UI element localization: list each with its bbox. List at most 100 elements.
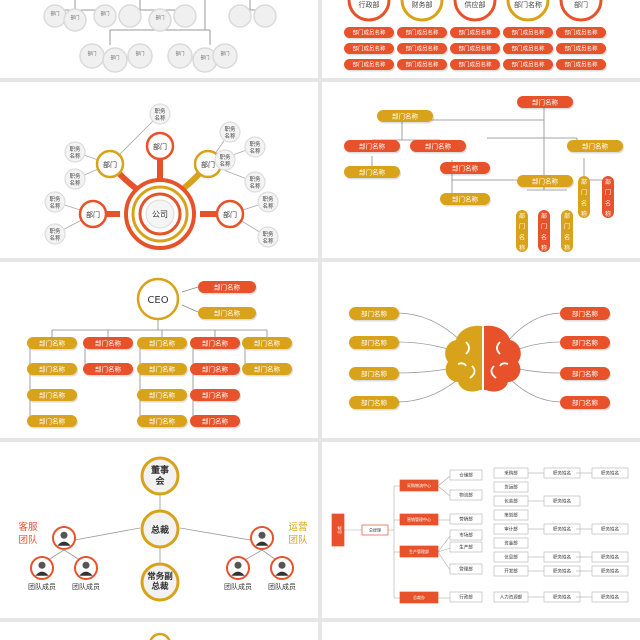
level4-box: 开发部 [493,565,529,577]
svg-text:名称: 名称 [154,114,166,122]
svg-text:总裁办: 总裁办 [413,594,425,600]
dept-pill: 部门名称 [517,175,574,189]
slide-1-bubble-tree[interactable]: 部门 部门 部门 部门 部门 部门 部门 部门 部门 部门 [0,0,318,78]
slide-7-avatars: 团队成员团队成员团队成员团队成员 [28,526,296,591]
slide-1-canvas: 部门 部门 部门 部门 部门 部门 部门 部门 部门 部门 [43,0,277,73]
staff-box: 职务姓名 [591,551,629,563]
level4-box: 采购部 [493,467,529,479]
svg-text:部门名称: 部门名称 [532,97,559,106]
svg-text:职务姓名: 职务姓名 [601,554,619,561]
slide-8-detailed-tree[interactable]: 总裁总经理采购物流中心营销管理中心生产管理部总裁办仓储部物流部营销部市场部生产部… [322,442,640,618]
svg-text:部门名称: 部门名称 [572,309,599,318]
avatar [52,526,76,550]
circle-label: 供应部 [465,0,486,9]
svg-text:名称: 名称 [49,202,61,210]
dept-label: 部门 [201,160,215,169]
slide-9-canvas [149,632,171,640]
svg-text:部门名称: 部门名称 [361,338,388,347]
svg-text:部门名称: 部门名称 [149,338,176,347]
slide-7-leader-circles [140,456,180,602]
dept-pill: 部门名称 [137,389,188,403]
svg-text:名称: 名称 [262,237,274,245]
svg-text:采购部: 采购部 [504,470,518,477]
svg-text:部门名称: 部门名称 [149,364,176,373]
dept-pill: 部门名称 [560,307,611,322]
svg-text:部门名称: 部门名称 [361,369,388,378]
circle-label: 部门名称 [514,0,542,9]
svg-text:部门成员名称: 部门成员名称 [564,44,598,52]
dept-pill: 部门名称 [440,162,491,176]
slide-2-canvas: 行政部 财务部 供应部 部门名称 部门 部门成员名称部门成员名称部门成员名称部门… [344,0,607,72]
svg-text:营销管理中心: 营销管理中心 [407,516,431,522]
dept-pill: 部门名称 [349,336,400,351]
ops-team-label: 运营团队 [288,521,308,546]
dept-pill: 部门名称 [27,415,78,429]
svg-text:部门成员名称: 部门成员名称 [564,60,598,68]
slide-4-pill-tree[interactable]: 部门名称部门名称部门名称部门名称部门名称部门名称部门名称部门名称部门名称部门名称… [322,82,640,258]
staff-box: 职务姓名 [543,467,581,479]
svg-text:物流部: 物流部 [459,492,473,499]
dept-pill: 部门名称 [83,337,134,351]
svg-text:职务姓名: 职务姓名 [601,470,619,477]
slide-5-ceo-grid[interactable]: CEO 部门名称部门名称部门名称部门名称部门名称部门名称部门名称部门名称部门名称… [0,262,318,438]
svg-text:门: 门 [564,223,570,231]
level4-box: 货运部 [493,481,529,493]
level3-box: 营销部 [449,513,483,525]
slide-3-center-rings [93,146,230,250]
svg-text:信息部: 信息部 [504,554,518,561]
dept-label: 部门 [223,210,237,219]
dept-pill: 部门名称 [27,337,78,351]
slide-2-circle-columns[interactable]: 行政部 财务部 供应部 部门名称 部门 部门成员名称部门成员名称部门成员名称部门… [322,0,640,78]
svg-text:部门名称: 部门名称 [95,338,122,347]
dept-pill: 部门名称 [517,96,574,110]
svg-text:部: 部 [605,178,611,186]
svg-text:部门名称: 部门名称 [39,338,66,347]
svg-text:部门名称: 部门名称 [425,141,452,150]
avatar: 团队成员 [28,556,56,591]
svg-text:人力资源部: 人力资源部 [500,594,523,601]
level3-box: 行政部 [449,591,483,603]
svg-text:团队成员: 团队成员 [72,582,100,591]
bubble-label: 部门 [71,14,80,21]
svg-text:部门成员名称: 部门成员名称 [564,28,598,36]
dept-pill: 部门名称 [190,363,241,377]
svg-text:部门成员名称: 部门成员名称 [405,28,439,36]
group-box: 营销管理中心 [399,513,439,526]
svg-text:称: 称 [605,210,611,218]
svg-text:部门成员名称: 部门成员名称 [511,60,545,68]
svg-text:部门名称: 部门名称 [39,416,66,425]
svg-text:职务姓名: 职务姓名 [601,568,619,575]
slide-7-canvas: 董事会 总裁 常务副总裁 客服团队 运营团队 团队成员团队成员团队成员团队成员 [18,456,308,602]
slide-6-brain-org[interactable]: 部门名称部门名称部门名称部门名称部门名称部门名称部门名称部门名称 [322,262,640,438]
dept-pill: 部门名称 [27,363,78,377]
svg-text:名: 名 [519,233,525,241]
dept-pill-vertical: 部门名称 [538,210,550,252]
slide-7-team-headers: 客服团队 运营团队 [18,521,308,546]
svg-text:部: 部 [519,212,525,220]
svg-text:部门成员名称: 部门成员名称 [458,28,492,36]
svg-text:部: 部 [541,212,547,220]
member-pill: 部门成员名称 [503,43,554,56]
svg-text:部门名称: 部门名称 [149,416,176,425]
svg-text:职务: 职务 [262,230,274,238]
dept-pill: 部门名称 [560,336,611,351]
svg-text:职务: 职务 [249,175,261,183]
circle-label: 财务部 [412,0,433,9]
slide-6-canvas: 部门名称部门名称部门名称部门名称部门名称部门名称部门名称部门名称 [349,307,611,411]
svg-text:审计部: 审计部 [504,526,518,533]
slide-3-radial-org[interactable]: 公司 部门 部门 部门 部门 部门 职务名称职务名称职务名称职务名称职务名称职务… [0,82,318,258]
slide-8-boxes: 总裁总经理采购物流中心营销管理中心生产管理部总裁办仓储部物流部营销部市场部生产部… [331,467,629,604]
svg-text:职务: 职务 [69,145,81,153]
dept-pill: 部门名称 [377,110,434,124]
avatar: 团队成员 [224,556,252,591]
bubble-label: 部门 [88,50,97,57]
slide-2-member-rows: 部门成员名称部门成员名称部门成员名称部门成员名称部门成员名称部门成员名称部门成员… [344,27,607,72]
slide-7-board-team[interactable]: 董事会 总裁 常务副总裁 客服团队 运营团队 团队成员团队成员团队成员团队成员 [0,442,318,618]
svg-text:职务姓名: 职务姓名 [601,526,619,533]
svg-text:部门成员名称: 部门成员名称 [511,28,545,36]
svg-text:部门名称: 部门名称 [95,364,122,373]
svg-text:职务姓名: 职务姓名 [553,526,571,533]
